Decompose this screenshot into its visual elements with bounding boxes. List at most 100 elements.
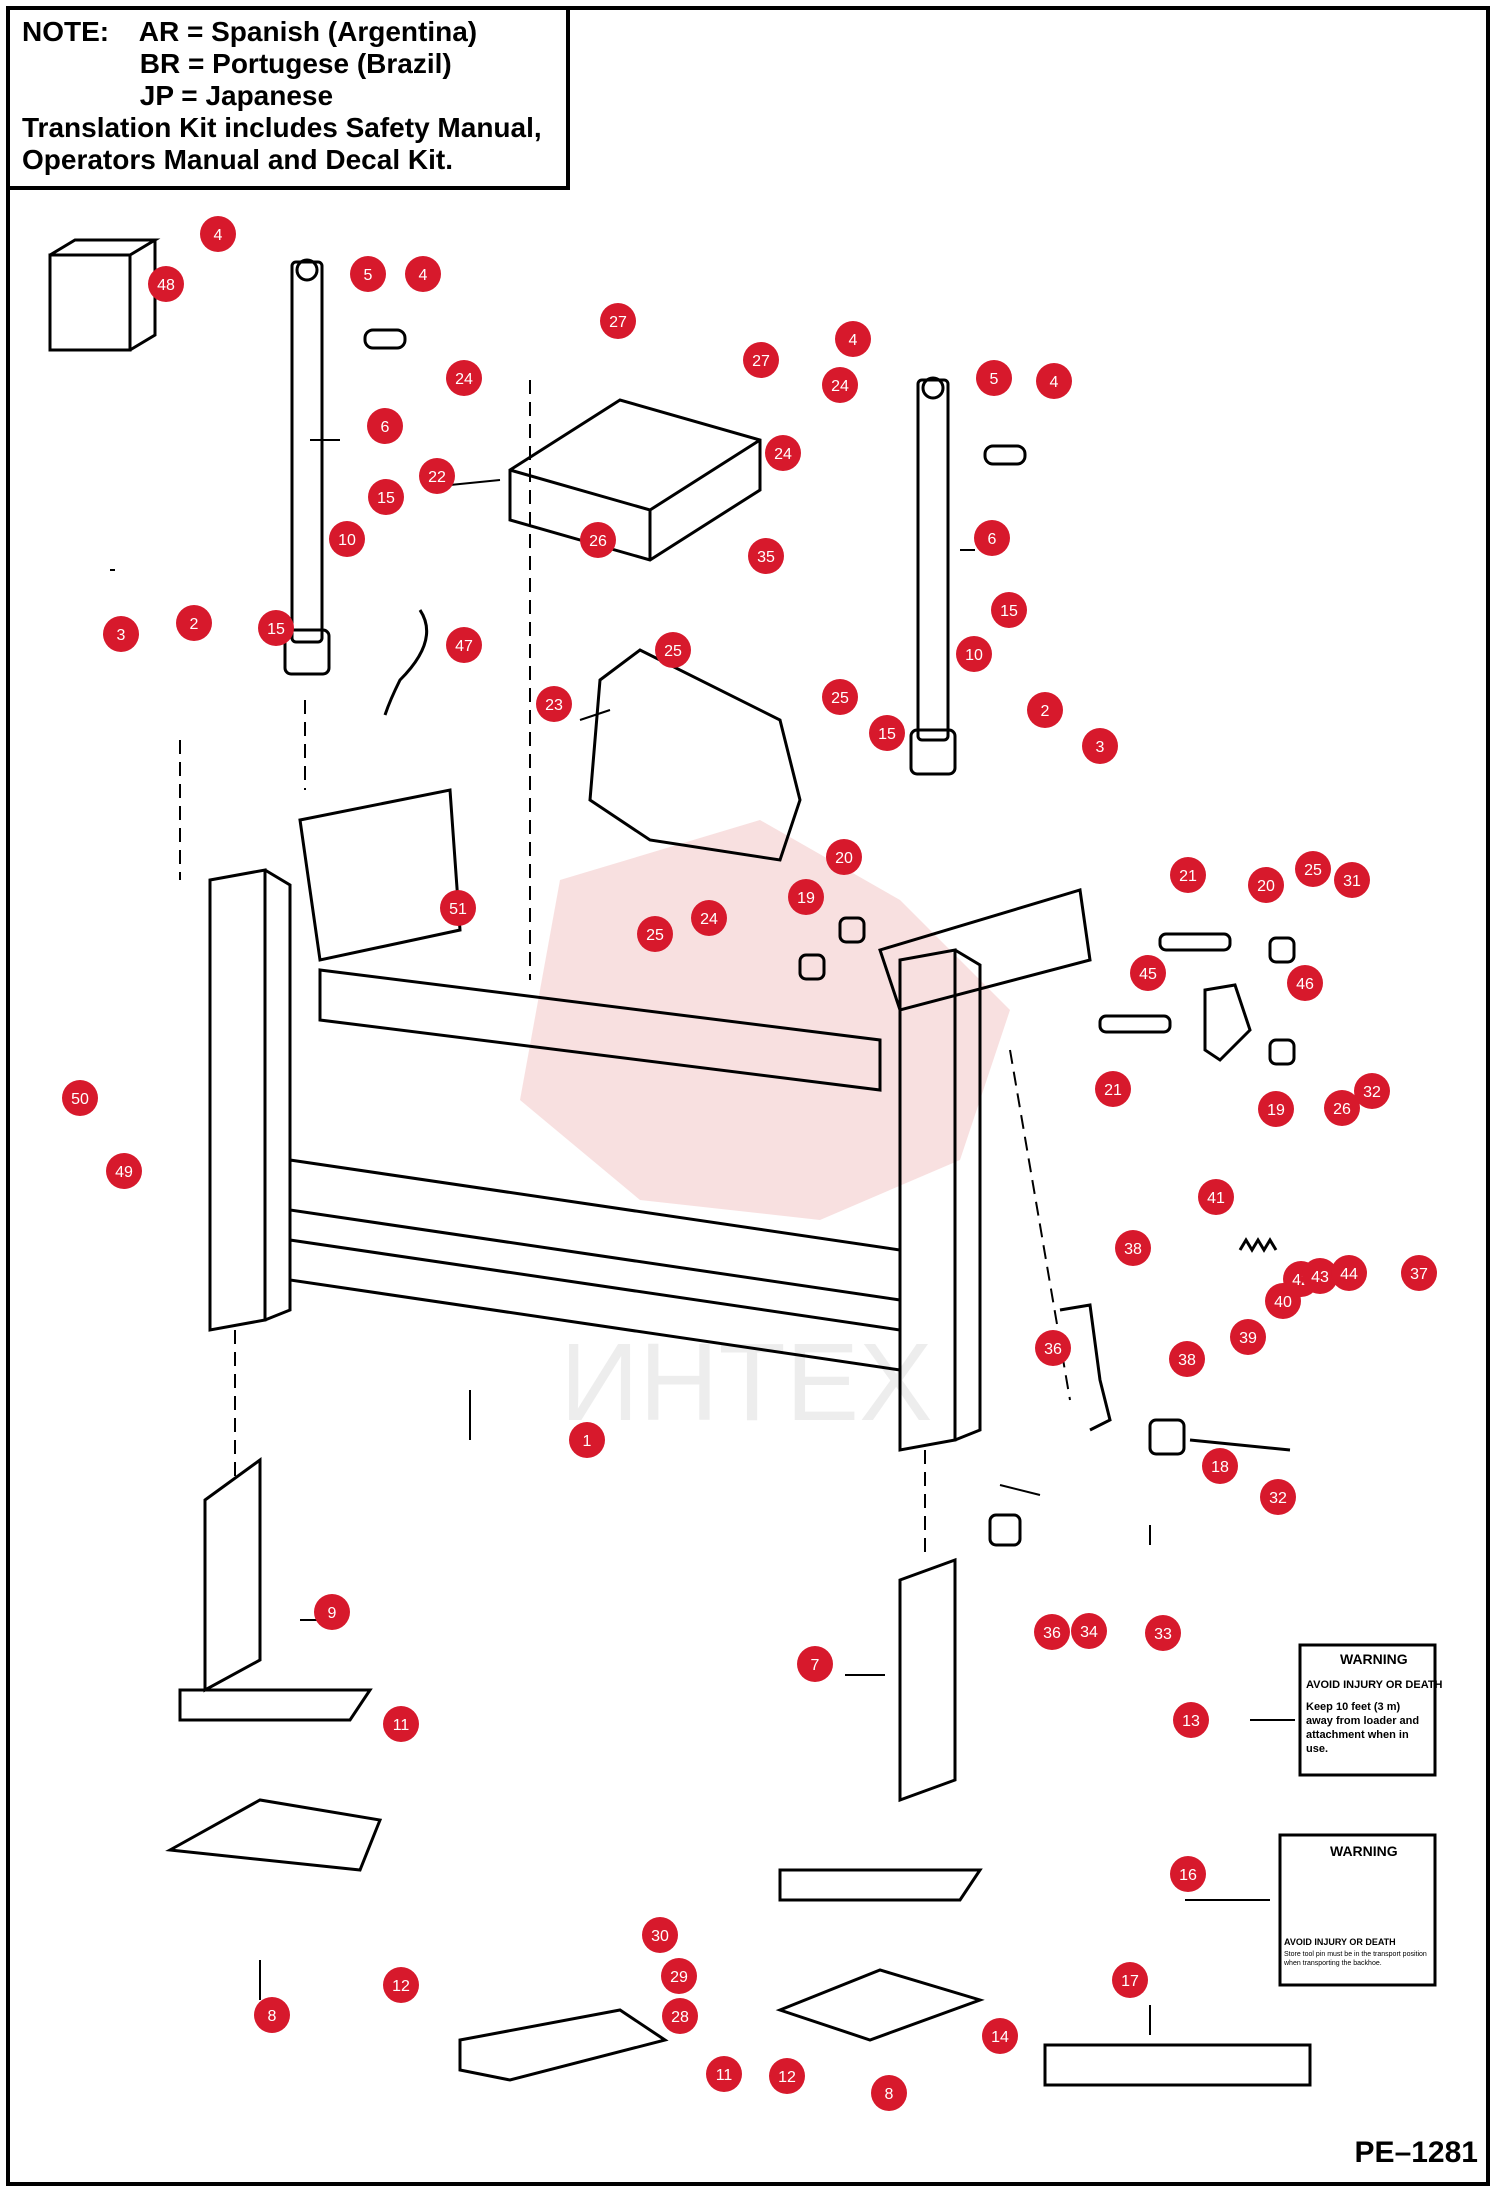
callout-circle: [1112, 1962, 1148, 1998]
callout-9: 9: [314, 1594, 350, 1630]
callout-label: 24: [831, 378, 849, 395]
callout-label: 21: [1104, 1082, 1122, 1099]
callout-24: 24: [822, 367, 858, 403]
callout-5: 5: [976, 360, 1012, 396]
callout-3: 3: [1082, 728, 1118, 764]
callout-circle: [1082, 728, 1118, 764]
callout-circle: [1170, 1856, 1206, 1892]
callout-16: 16: [1170, 1856, 1206, 1892]
callout-36: 36: [1034, 1614, 1070, 1650]
parts-linework: [48, 238, 1437, 2100]
callout-8: 8: [871, 2075, 907, 2111]
callout-circle: [600, 303, 636, 339]
callout-26: 26: [580, 522, 616, 558]
callout-circle: [405, 256, 441, 292]
callout-38: 38: [1115, 1230, 1151, 1266]
callout-label: 13: [1182, 1713, 1200, 1730]
callout-circle: [419, 458, 455, 494]
callout-label: 27: [609, 314, 627, 331]
callout-24: 24: [446, 360, 482, 396]
note-code-ar: AR =: [138, 16, 204, 47]
callout-label: 1: [583, 1433, 592, 1450]
callout-23: 23: [536, 686, 572, 722]
drawing-code: PE–1281: [1354, 2136, 1478, 2169]
callout-label: 4: [849, 332, 858, 349]
callout-label: 30: [651, 1928, 669, 1945]
callout-39: 39: [1230, 1319, 1266, 1355]
callout-circle: [982, 2018, 1018, 2054]
callout-label: 45: [1139, 966, 1157, 983]
callout-label: 40: [1274, 1294, 1292, 1311]
callout-10: 10: [956, 636, 992, 672]
callout-45: 45: [1130, 955, 1166, 991]
callout-circle: [176, 605, 212, 641]
callout-label: 8: [885, 2086, 894, 2103]
callout-label: 7: [811, 1657, 820, 1674]
callout-label: 24: [774, 446, 792, 463]
callout-circle: [826, 839, 862, 875]
callout-14: 14: [982, 2018, 1018, 2054]
callout-circle: [976, 360, 1012, 396]
callout-label: 43: [1311, 1269, 1329, 1286]
callout-36: 36: [1035, 1330, 1071, 1366]
callout-32: 32: [1354, 1073, 1390, 1109]
callout-13: 13: [1173, 1702, 1209, 1738]
translation-note: NOTE: AR = Spanish (Argentina) BR = Port…: [10, 10, 570, 190]
callout-circle: [1287, 965, 1323, 1001]
callout-circle: [446, 360, 482, 396]
callout-circle: [769, 2058, 805, 2094]
callout-circle: [956, 636, 992, 672]
callout-circle: [1145, 1615, 1181, 1651]
callout-label: 4: [419, 267, 428, 284]
callout-label: 27: [752, 353, 770, 370]
callout-31: 31: [1334, 862, 1370, 898]
callout-label: 31: [1343, 873, 1361, 890]
callout-label: 10: [338, 532, 356, 549]
callout-label: 37: [1410, 1266, 1428, 1283]
callout-label: 12: [392, 1978, 410, 1995]
callout-label: 38: [1178, 1352, 1196, 1369]
callout-circle: [200, 216, 236, 252]
callout-circle: [1169, 1341, 1205, 1377]
callout-label: 5: [364, 267, 373, 284]
callout-21: 21: [1170, 857, 1206, 893]
note-code-jp: JP =: [139, 80, 198, 111]
callout-circle: [1034, 1614, 1070, 1650]
callout-17: 17: [1112, 1962, 1148, 1998]
callout-25: 25: [637, 916, 673, 952]
callout-29: 29: [661, 1958, 697, 1994]
decal-13-header: WARNING: [1340, 1651, 1408, 1667]
callout-15: 15: [258, 610, 294, 646]
callout-label: 20: [835, 850, 853, 867]
callout-label: 15: [377, 490, 395, 507]
callout-label: 36: [1043, 1625, 1061, 1642]
callout-6: 6: [974, 520, 1010, 556]
callout-label: 18: [1211, 1459, 1229, 1476]
callout-label: 15: [267, 621, 285, 638]
callout-label: 19: [1267, 1102, 1285, 1119]
callout-2: 2: [176, 605, 212, 641]
callout-label: 21: [1179, 868, 1197, 885]
callout-circle: [1354, 1073, 1390, 1109]
callout-label: 50: [71, 1091, 89, 1108]
callout-49: 49: [106, 1153, 142, 1189]
callout-circle: [1331, 1255, 1367, 1291]
note-lang-jp: Japanese: [205, 80, 334, 111]
callout-51: 51: [440, 890, 476, 926]
callout-27: 27: [600, 303, 636, 339]
callout-circle: [1115, 1230, 1151, 1266]
callout-circle: [1173, 1702, 1209, 1738]
callout-5: 5: [350, 256, 386, 292]
callout-43: 43: [1302, 1258, 1338, 1294]
callout-circle: [788, 879, 824, 915]
callout-label: 6: [381, 419, 390, 436]
callout-label: 29: [670, 1969, 688, 1986]
callout-circle: [1170, 857, 1206, 893]
decal-13-body: Keep 10 feet (3 m) away from loader and …: [1306, 1701, 1420, 1755]
callout-circle: [1230, 1319, 1266, 1355]
callout-circle: [569, 1422, 605, 1458]
callout-25: 25: [655, 632, 691, 668]
callout-4: 4: [835, 321, 871, 357]
callout-circle: [350, 256, 386, 292]
callout-label: 8: [268, 2008, 277, 2025]
